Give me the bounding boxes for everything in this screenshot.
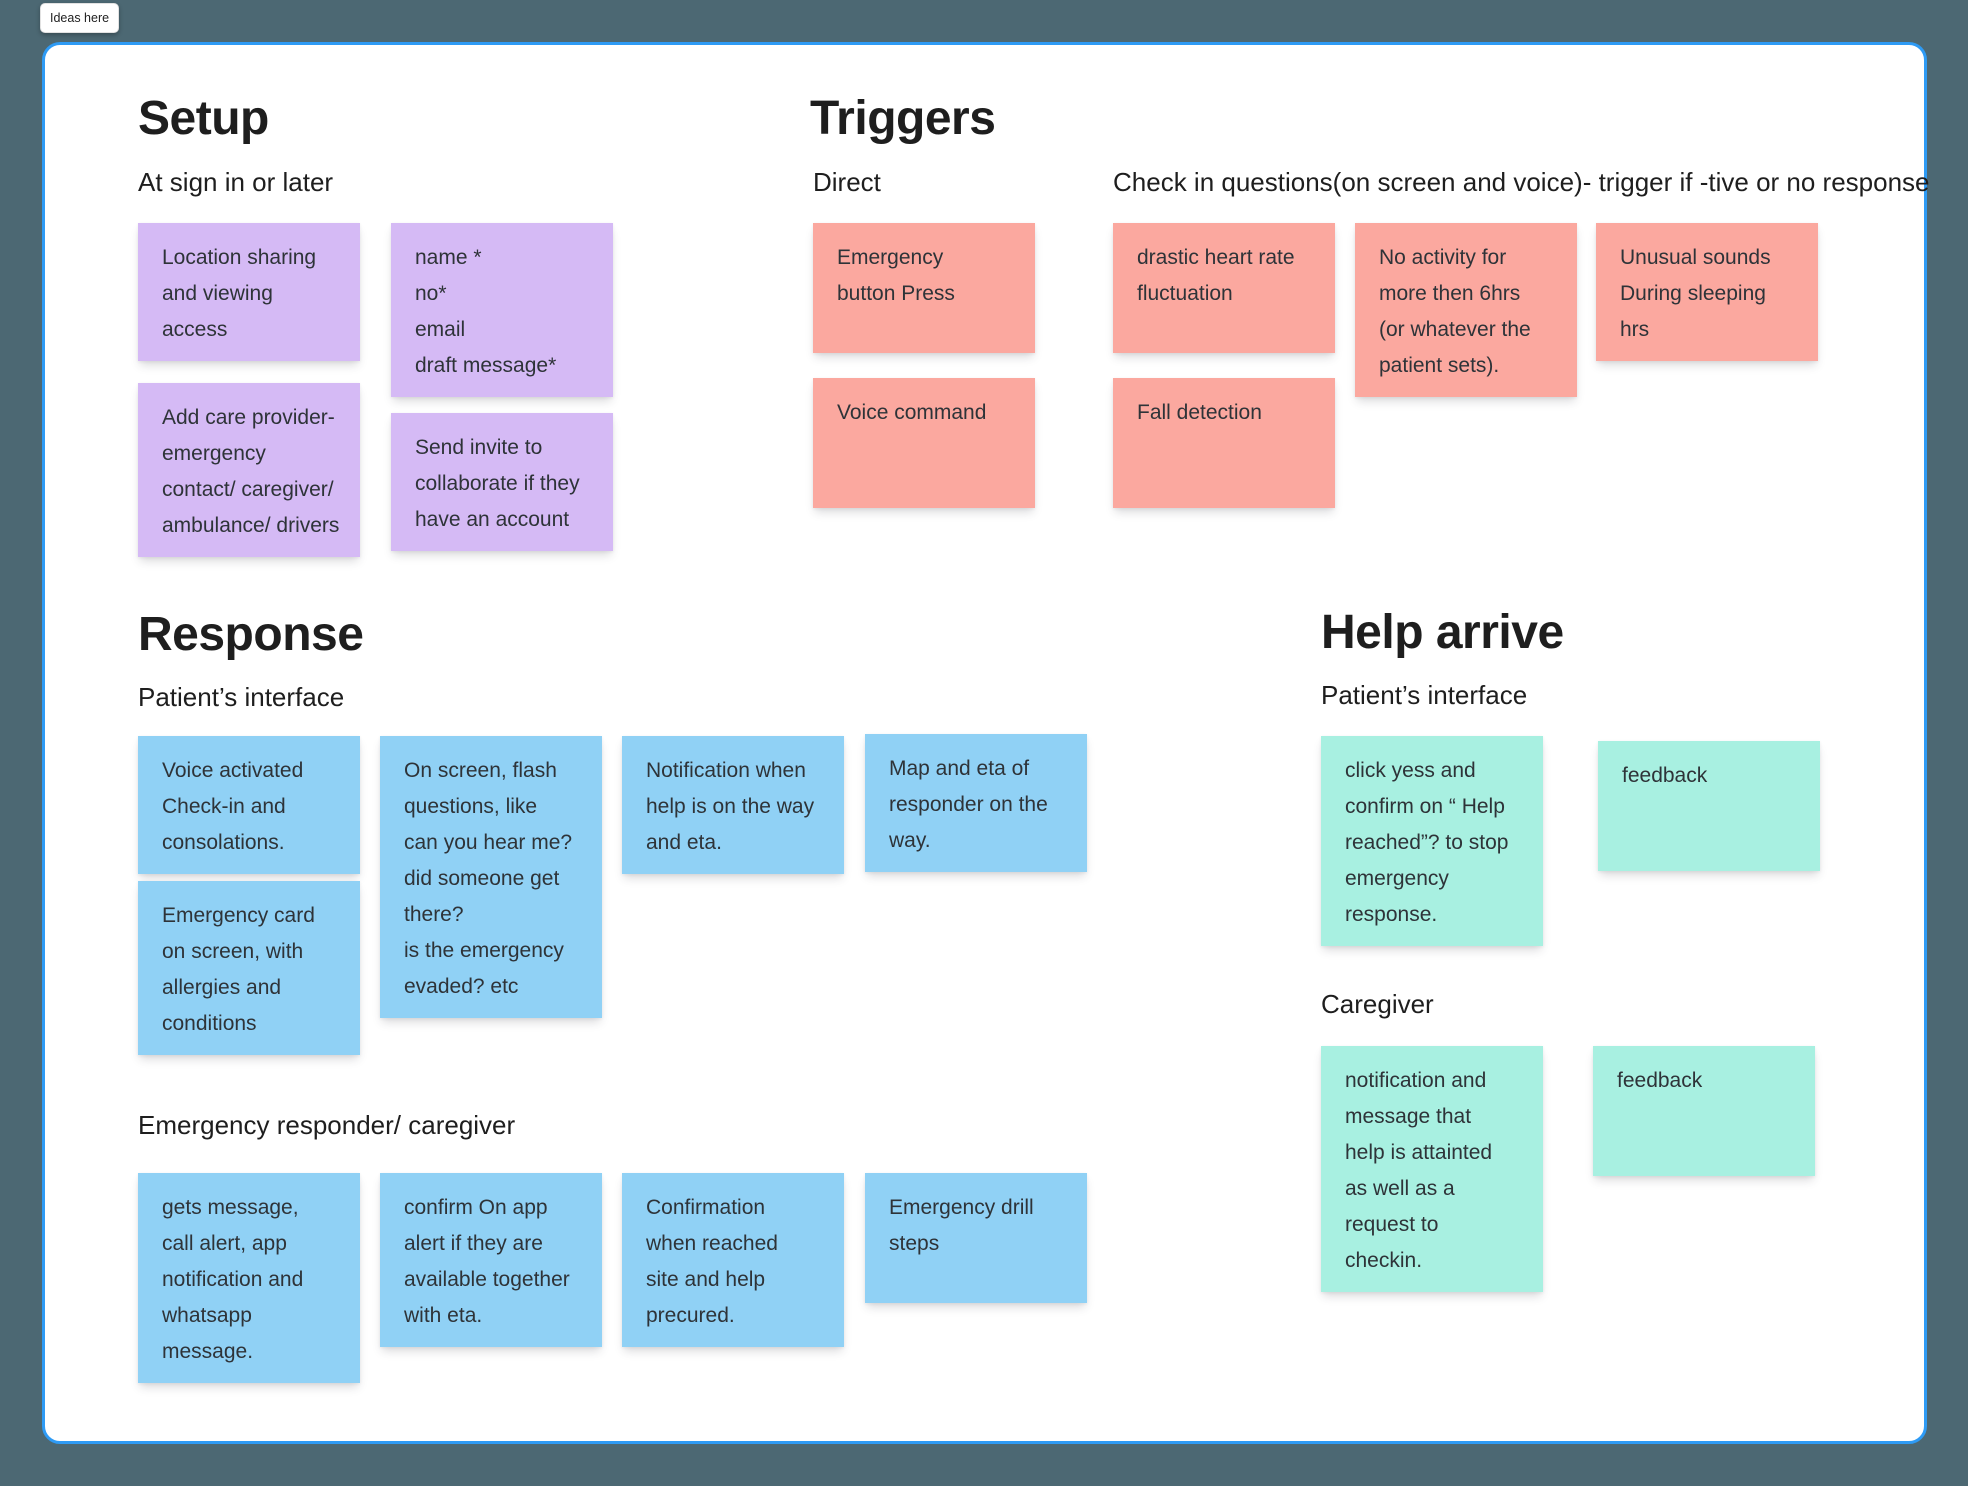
section-title-response[interactable]: Response xyxy=(138,608,364,661)
sticky-note[interactable]: No activity for more then 6hrs (or whate… xyxy=(1355,223,1577,397)
sticky-note[interactable]: Add care provider- emergency contact/ ca… xyxy=(138,383,360,557)
sticky-note[interactable]: click yess and confirm on “ Help reached… xyxy=(1321,736,1543,946)
sticky-note[interactable]: Fall detection xyxy=(1113,378,1335,508)
sticky-note[interactable]: Voice command xyxy=(813,378,1035,508)
triggers-checkin-label[interactable]: Check in questions(on screen and voice)-… xyxy=(1113,167,1930,197)
help-arrive-patient-label[interactable]: Patient’s interface xyxy=(1321,680,1528,710)
sticky-note[interactable]: Send invite to collaborate if they have … xyxy=(391,413,613,551)
sticky-note[interactable]: gets message, call alert, app notificati… xyxy=(138,1173,360,1383)
triggers-direct-label[interactable]: Direct xyxy=(813,167,881,197)
help-arrive-caregiver-label[interactable]: Caregiver xyxy=(1321,989,1434,1019)
sticky-note[interactable]: notification and message that help is at… xyxy=(1321,1046,1543,1292)
sticky-note[interactable]: confirm On app alert if they are availab… xyxy=(380,1173,602,1347)
sticky-note[interactable]: drastic heart rate fluctuation xyxy=(1113,223,1335,353)
sticky-note[interactable]: Emergency button Press xyxy=(813,223,1035,353)
sticky-note[interactable]: feedback xyxy=(1593,1046,1815,1176)
sticky-note[interactable]: feedback xyxy=(1598,741,1820,871)
sticky-note[interactable]: Emergency drill steps xyxy=(865,1173,1087,1303)
response-responder-label[interactable]: Emergency responder/ caregiver xyxy=(138,1110,516,1140)
sticky-note[interactable]: On screen, flash questions, like can you… xyxy=(380,736,602,1018)
section-title-help-arrive[interactable]: Help arrive xyxy=(1321,606,1564,659)
response-patient-label[interactable]: Patient’s interface xyxy=(138,682,345,712)
setup-subtitle[interactable]: At sign in or later xyxy=(138,167,334,197)
section-name-tag[interactable]: Ideas here xyxy=(40,3,120,33)
whiteboard-section: Setup At sign in or later Location shari… xyxy=(42,42,1930,1444)
sticky-note[interactable]: Emergency card on screen, with allergies… xyxy=(138,881,360,1055)
section-title-triggers[interactable]: Triggers xyxy=(810,92,996,145)
sticky-note[interactable]: Location sharing and viewing access xyxy=(138,223,360,361)
sticky-note[interactable]: Notification when help is on the way and… xyxy=(622,736,844,874)
sticky-note[interactable]: Unusual sounds During sleeping hrs xyxy=(1596,223,1818,361)
sticky-note[interactable]: Confirmation when reached site and help … xyxy=(622,1173,844,1347)
sticky-note[interactable]: Voice activated Check-in and consolation… xyxy=(138,736,360,874)
sticky-note[interactable]: name * no* email draft message* xyxy=(391,223,613,397)
section-title-setup[interactable]: Setup xyxy=(138,92,269,145)
sticky-note[interactable]: Map and eta of responder on the way. xyxy=(865,734,1087,872)
